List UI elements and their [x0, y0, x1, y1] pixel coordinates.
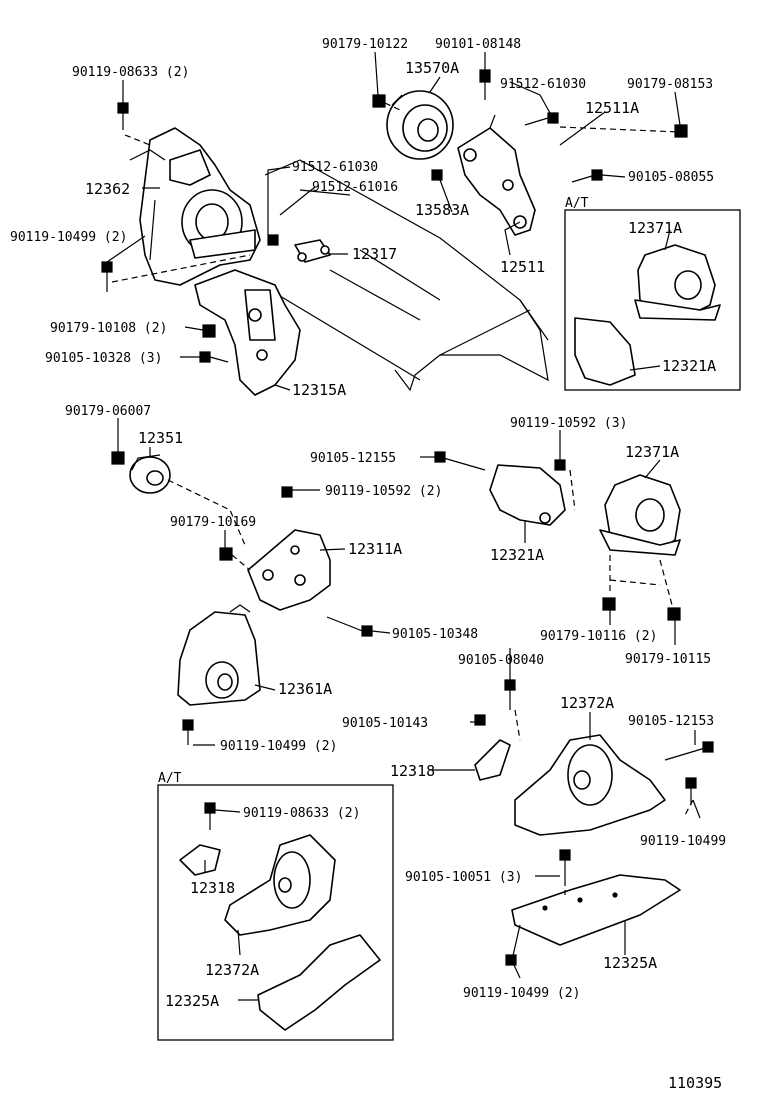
engine-mount-12371A-top [634, 244, 721, 321]
label-90119-10592-3: 90119-10592 (3) [510, 416, 627, 431]
label-90119-10499-b: 90119-10499 (2) [220, 739, 337, 754]
label-12362: 12362 [85, 180, 130, 198]
idler-pulley-13570A [386, 90, 454, 160]
label-12511A: 12511A [585, 99, 639, 117]
label-12351: 12351 [138, 429, 183, 447]
bracket-12317 [294, 239, 331, 263]
at-box-top [564, 209, 741, 391]
engine-mount-bracket-12362 [129, 127, 261, 286]
engine-bracket-12315A [194, 269, 301, 396]
bracket-12321A-mid [489, 464, 566, 526]
alignment-lines [111, 102, 694, 895]
engine-block-outline [264, 159, 549, 392]
label-12511: 12511 [500, 258, 545, 276]
label-91512-61030-top: 91512-61030 [500, 77, 586, 92]
label-12325A-right: 12325A [603, 954, 657, 972]
label-90105-10051: 90105-10051 (3) [405, 870, 522, 885]
bracket-12321A-top [574, 317, 636, 386]
leader-lines [106, 51, 701, 1001]
label-90101-08148: 90101-08148 [435, 37, 521, 52]
label-91512-61030-mid: 91512-61030 [292, 160, 378, 175]
label-12372A-bot: 12372A [205, 961, 259, 979]
label-90119-10499-c: 90119-10499 [640, 834, 726, 849]
label-12315A: 12315A [292, 381, 346, 399]
label-90119-10592-2: 90119-10592 (2) [325, 484, 442, 499]
label-12311A: 12311A [348, 540, 402, 558]
label-90105-08040: 90105-08040 [458, 653, 544, 668]
crossmember-bracket-12325A-bottom [257, 934, 381, 1031]
label-90119-08633-bot: 90119-08633 (2) [243, 806, 360, 821]
label-90179-10169: 90179-10169 [170, 515, 256, 530]
mount-damper-12351 [129, 454, 171, 494]
label-90105-12155: 90105-12155 [310, 451, 396, 466]
bracket-12318-bottom [179, 844, 221, 876]
label-90105-12153: 90105-12153 [628, 714, 714, 729]
label-90179-10108: 90179-10108 (2) [50, 321, 167, 336]
label-13570A: 13570A [405, 59, 459, 77]
label-12371A-top: 12371A [628, 219, 682, 237]
label-12372A-mid: 12372A [560, 694, 614, 712]
label-90105-10328: 90105-10328 (3) [45, 351, 162, 366]
label-90105-10143: 90105-10143 [342, 716, 428, 731]
label-90179-06007: 90179-06007 [65, 404, 151, 419]
fasteners [101, 69, 714, 966]
engine-mount-12361A [177, 604, 261, 706]
at-box-bottom [157, 784, 394, 1041]
label-90105-08055: 90105-08055 [628, 170, 714, 185]
label-12317: 12317 [352, 245, 397, 263]
bracket-12318-mid [474, 739, 511, 781]
label-12325A-left: 12325A [165, 992, 219, 1010]
at-label-bottom: A/T [158, 771, 182, 786]
label-90179-08153: 90179-08153 [627, 77, 713, 92]
label-12361A: 12361A [278, 680, 332, 698]
label-13583A: 13583A [415, 201, 469, 219]
label-90105-10348: 90105-10348 [392, 627, 478, 642]
label-90179-10115: 90179-10115 [625, 652, 711, 667]
label-12318-mid: 12318 [390, 762, 435, 780]
figure-code: 110395 [668, 1074, 722, 1092]
label-12318-bot: 12318 [190, 879, 235, 897]
crossmember-bracket-12325A-right [511, 874, 681, 946]
label-90119-10499-d: 90119-10499 (2) [463, 986, 580, 1001]
label-12371A-mid: 12371A [625, 443, 679, 461]
engine-mount-12372A-mid [514, 734, 666, 836]
label-90179-10116: 90179-10116 (2) [540, 629, 657, 644]
label-12321A-top: 12321A [662, 357, 716, 375]
label-90119-08633-top: 90119-08633 (2) [72, 65, 189, 80]
label-90119-10499-a: 90119-10499 (2) [10, 230, 127, 245]
label-90179-10122: 90179-10122 [322, 37, 408, 52]
label-12321A-mid: 12321A [490, 546, 544, 564]
label-91512-61016: 91512-61016 [312, 180, 398, 195]
at-label-top: A/T [565, 196, 589, 211]
engine-mount-12371A-mid [599, 474, 681, 556]
alternator-bracket-12511 [457, 114, 536, 236]
engine-mount-12372A-bottom [224, 834, 336, 936]
mount-bracket-12311A [247, 529, 331, 611]
